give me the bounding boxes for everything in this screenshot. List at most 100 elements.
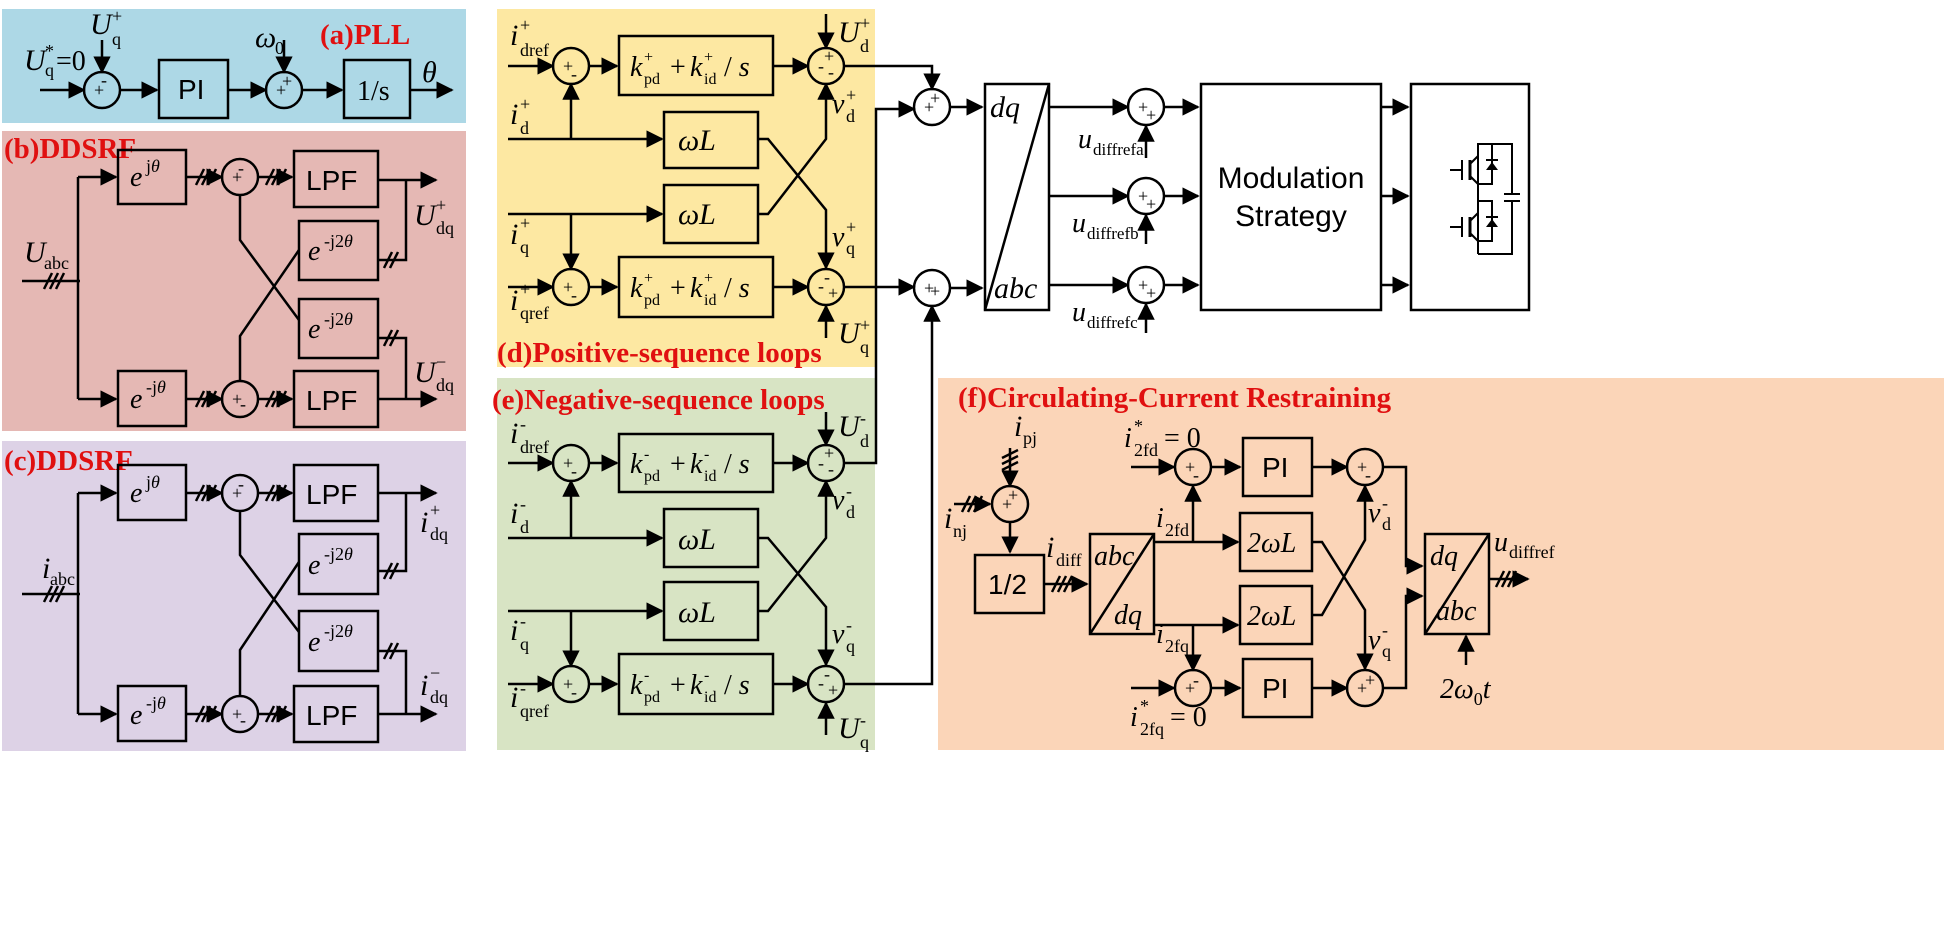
svg-text:jθ: jθ — [145, 472, 160, 492]
svg-text:+: + — [924, 97, 934, 117]
lpf-label-3: LPF — [306, 479, 357, 510]
svg-text:i: i — [510, 218, 518, 251]
svg-text:+: + — [924, 278, 934, 298]
svg-text:q: q — [520, 237, 529, 257]
dq-label-main: dq — [990, 91, 1020, 124]
svg-text:i: i — [510, 614, 518, 647]
svg-text:e: e — [130, 162, 142, 193]
svg-text:-: - — [818, 453, 824, 473]
svg-text:2fd: 2fd — [1165, 520, 1189, 540]
svg-text:+: + — [430, 500, 440, 520]
panel-title-pos: (d)Positive-sequence loops — [497, 337, 822, 369]
svg-text:+: + — [232, 389, 242, 409]
dq-label-ccr-in: dq — [1114, 600, 1142, 631]
svg-text:+: + — [1138, 97, 1148, 117]
svg-text:+: + — [670, 449, 686, 480]
svg-text:i: i — [510, 497, 518, 530]
svg-text:nj: nj — [953, 521, 967, 541]
svg-text:q: q — [860, 732, 869, 752]
two-omega-t-label: 2ω0t — [1440, 674, 1492, 709]
two-wl-label-1: 2ωL — [1247, 528, 1296, 559]
pll-diagram: + - PI + + 1/s θ U * q =0 U + q ω 0 — [24, 6, 454, 120]
svg-text:pd: pd — [644, 292, 660, 309]
svg-text:dq: dq — [430, 524, 448, 544]
svg-text:-: - — [828, 459, 834, 479]
svg-text:v: v — [832, 619, 845, 650]
svg-text:/ s: / s — [724, 52, 750, 83]
svg-text:v: v — [1368, 498, 1381, 529]
svg-text:+: + — [232, 167, 242, 187]
svg-text:dq: dq — [430, 687, 448, 707]
svg-text:-: - — [818, 276, 824, 296]
lpf-label-2: LPF — [306, 385, 357, 416]
svg-text:-: - — [644, 446, 649, 463]
svg-text:+: + — [112, 6, 122, 26]
svg-text:= 0: = 0 — [1164, 423, 1201, 454]
svg-text:i: i — [510, 417, 518, 450]
svg-text:-: - — [571, 285, 577, 305]
output-stage: + + + + dq abc + + + + + + u diffrefa u … — [844, 64, 1531, 686]
svg-text:q: q — [112, 29, 121, 49]
svg-text:-: - — [240, 710, 246, 730]
svg-text:*: * — [45, 41, 54, 61]
svg-text:-jθ: -jθ — [146, 693, 166, 713]
dq-label-ccr-out: dq — [1430, 541, 1458, 572]
svg-text:+: + — [1146, 194, 1156, 214]
svg-text:+: + — [94, 80, 104, 100]
wl-label-1: ωL — [678, 124, 716, 157]
svg-text:id: id — [704, 71, 716, 88]
svg-text:-: - — [818, 56, 824, 76]
svg-text:k: k — [690, 670, 703, 701]
svg-text:i: i — [1156, 503, 1164, 534]
svg-text:-: - — [1193, 670, 1199, 690]
svg-text:k: k — [690, 273, 703, 304]
circulating-current-diagram: i pj i nj + + 1/2 i diff abc dq i 2fd i … — [944, 410, 1555, 739]
ddsrf-u-diagram: U abc e jθ e -jθ + - + - LPF LPF — [22, 148, 454, 429]
svg-text:e: e — [308, 550, 320, 581]
svg-text:+: + — [930, 281, 940, 301]
svg-text:i: i — [510, 284, 518, 317]
svg-text:-: - — [571, 682, 577, 702]
svg-text:U: U — [838, 712, 862, 745]
svg-text:+: + — [563, 453, 573, 473]
wl-label-2: ωL — [678, 198, 716, 231]
svg-text:+: + — [282, 71, 292, 91]
svg-text:-: - — [571, 461, 577, 481]
abc-label-ccr-in: abc — [1094, 541, 1135, 572]
svg-text:i: i — [420, 506, 428, 539]
svg-text:jθ: jθ — [145, 156, 160, 176]
svg-text:-: - — [520, 414, 526, 434]
svg-text:+: + — [860, 13, 870, 33]
svg-text:+: + — [232, 483, 242, 503]
ccr-pi-label-1: PI — [1262, 452, 1288, 483]
svg-text:-: - — [860, 408, 866, 428]
svg-text:i: i — [944, 502, 952, 535]
svg-text:+: + — [1138, 275, 1148, 295]
svg-text:q: q — [860, 337, 869, 357]
positive-sequence-diagram: i + dref + - k + pd + k + id / s - + - U… — [508, 13, 870, 357]
svg-text:k: k — [690, 449, 703, 480]
svg-text:-: - — [571, 64, 577, 84]
svg-text:*: * — [1134, 416, 1143, 436]
svg-text:-: - — [824, 267, 830, 287]
svg-text:-: - — [846, 481, 852, 501]
omega0-label: ω — [255, 21, 276, 54]
modulation-label-2: Strategy — [1235, 200, 1347, 233]
abc-label-main: abc — [994, 272, 1037, 305]
svg-text:id: id — [704, 468, 716, 485]
svg-text:i: i — [1156, 619, 1164, 650]
svg-text:abc: abc — [50, 569, 75, 589]
lpf-label-1: LPF — [306, 165, 357, 196]
svg-text:+: + — [846, 217, 856, 237]
panel-pll-bg — [2, 9, 466, 123]
svg-text:i: i — [1046, 531, 1054, 564]
svg-text:q: q — [846, 238, 855, 258]
panel-pos-bg — [497, 9, 875, 367]
svg-text:qref: qref — [520, 701, 549, 721]
svg-text:−: − — [430, 663, 440, 683]
svg-text:-: - — [1193, 465, 1199, 485]
svg-text:+: + — [824, 46, 834, 66]
panel-title-ddsrf-i: (c)DDSRF — [4, 445, 133, 477]
svg-text:d: d — [520, 118, 529, 138]
svg-text:e: e — [308, 627, 320, 658]
